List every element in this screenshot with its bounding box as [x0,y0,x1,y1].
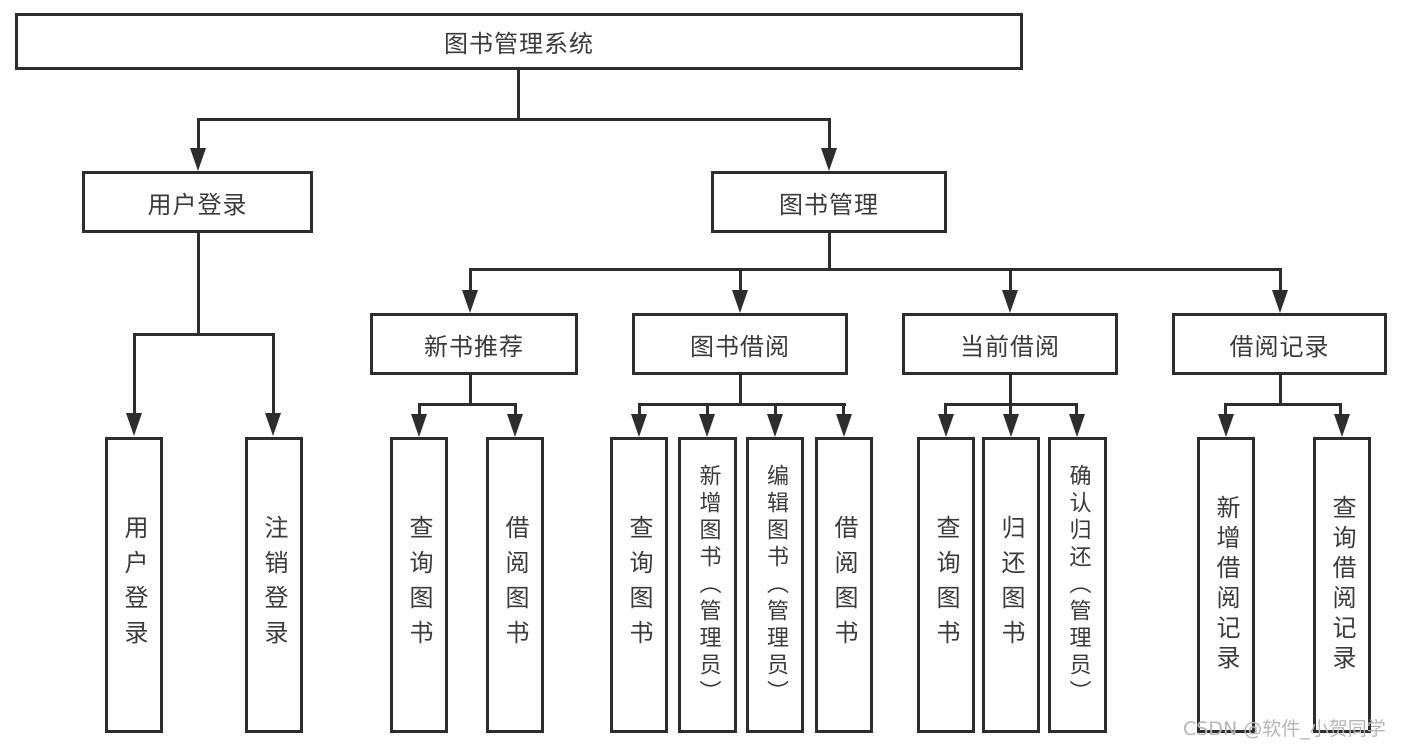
connector-g3-horizontal [638,403,846,406]
arrowhead-g5-leaf-2 [1334,414,1350,437]
connector-ul-horizontal [133,333,275,336]
arrowhead-borrow-records [1272,290,1288,313]
connector-g4-drop-3 [1075,403,1078,416]
arrowhead-g3-leaf-4 [836,414,852,437]
arrowhead-g4-leaf-1 [938,414,954,437]
node-user-login: 用户登录 [82,171,313,233]
connector-user-login-drop [197,118,200,150]
connector-bm-stem [828,233,831,270]
node-borrow-records-label: 借阅记录 [1229,332,1330,361]
arrowhead-g2-leaf-2 [507,414,523,437]
leaf-bb-borrow-book: 借阅图书 [815,437,873,733]
arrowhead-book-borrow [732,290,748,313]
connector-ul-drop-1 [133,333,136,414]
node-new-book-recommend-label: 新书推荐 [424,332,524,361]
connector-bm-drop-3 [1009,268,1012,293]
connector-g5-horizontal [1224,403,1342,406]
leaf-cb-confirm-return-admin: 确认归还（管理员） [1048,437,1107,733]
connector-g3-drop-4 [842,403,845,416]
arrowhead-g4-leaf-2 [1003,414,1019,437]
connector-book-mgmt-drop [828,118,831,150]
connector-ul-stem [197,233,200,336]
leaf-nbr-borrow-book: 借阅图书 [486,437,544,733]
leaf-bb-edit-book-admin: 编辑图书（管理员） [746,437,804,733]
connector-g3-drop-2 [706,403,709,416]
leaf-cb-query-book: 查询图书 [917,437,975,733]
connector-g5-drop-2 [1339,403,1342,416]
leaf-br-add-record-label: 新增借阅记录 [1212,495,1240,675]
arrowhead-g2-leaf-1 [411,414,427,437]
leaf-br-query-record: 查询借阅记录 [1313,437,1371,733]
leaf-br-add-record: 新增借阅记录 [1197,437,1255,733]
leaf-nbr-query-book: 查询图书 [390,437,448,733]
arrowhead-ul-leaf-1 [126,413,142,436]
arrowhead-book-mgmt [821,148,837,171]
connector-bm-drop-1 [469,268,472,293]
node-user-login-label: 用户登录 [147,190,248,219]
arrowhead-user-login [190,148,206,171]
leaf-nbr-borrow-book-label: 借阅图书 [501,515,529,655]
node-root: 图书管理系统 [15,13,1023,70]
connector-g5-drop-1 [1224,403,1227,416]
leaf-bb-edit-book-admin-label: 编辑图书（管理员） [763,463,788,707]
connector-ul-drop-2 [272,333,275,414]
node-book-management: 图书管理 [711,171,947,233]
leaf-br-query-record-label: 查询借阅记录 [1328,495,1356,675]
arrowhead-g4-leaf-3 [1069,414,1085,437]
leaf-user-login-label: 用户登录 [120,515,148,655]
connector-g4-drop-1 [944,403,947,416]
connector-g4-drop-2 [1009,403,1012,416]
connector-bm-drop-2 [739,268,742,293]
node-book-borrow: 图书借阅 [632,313,848,375]
leaf-bb-add-book-admin: 新增图书（管理员） [678,437,737,733]
connector-g2-horizontal [418,403,517,406]
node-root-label: 图书管理系统 [444,30,594,58]
leaf-cb-confirm-return-admin-label: 确认归还（管理员） [1065,463,1091,707]
leaf-nbr-query-book-label: 查询图书 [405,515,433,655]
arrowhead-g3-leaf-3 [767,414,783,437]
arrowhead-new-book-rec [462,290,478,313]
leaf-bb-add-book-admin-label: 新增图书（管理员） [695,463,721,707]
node-borrow-records: 借阅记录 [1172,313,1387,375]
connector-g4-stem [1009,375,1012,405]
arrowhead-current-borrow [1002,290,1018,313]
node-new-book-recommend: 新书推荐 [370,313,578,375]
connector-root-stem [517,70,520,120]
leaf-bb-query-book-label: 查询图书 [625,515,653,655]
connector-bm-drop-4 [1279,268,1282,293]
arrowhead-g5-leaf-1 [1218,414,1234,437]
connector-level2-horizontal [197,118,831,121]
connector-g5-stem [1279,375,1282,405]
leaf-cb-query-book-label: 查询图书 [932,515,960,655]
leaf-cb-return-book-label: 归还图书 [997,515,1025,655]
connector-bm-horizontal [469,268,1282,271]
connector-g3-drop-1 [638,403,641,416]
arrowhead-g3-leaf-1 [631,414,647,437]
leaf-bb-query-book: 查询图书 [610,437,668,733]
arrowhead-ul-leaf-2 [265,413,281,436]
leaf-user-login: 用户登录 [105,437,163,733]
node-book-borrow-label: 图书借阅 [690,332,790,361]
leaf-logout-login-label: 注销登录 [260,515,288,655]
leaf-logout-login: 注销登录 [245,437,303,733]
node-current-borrow: 当前借阅 [902,313,1118,375]
leaf-cb-return-book: 归还图书 [982,437,1040,733]
node-book-management-label: 图书管理 [779,190,879,219]
connector-g2-drop-2 [514,403,517,416]
csdn-watermark: CSDN @软件_小贺同学 [1183,718,1386,740]
connector-g2-drop-1 [418,403,421,416]
connector-g3-stem [739,375,742,405]
connector-g2-stem [469,375,472,405]
arrowhead-g3-leaf-2 [699,414,715,437]
leaf-bb-borrow-book-label: 借阅图书 [830,515,858,655]
connector-g3-drop-3 [774,403,777,416]
node-current-borrow-label: 当前借阅 [960,332,1060,361]
